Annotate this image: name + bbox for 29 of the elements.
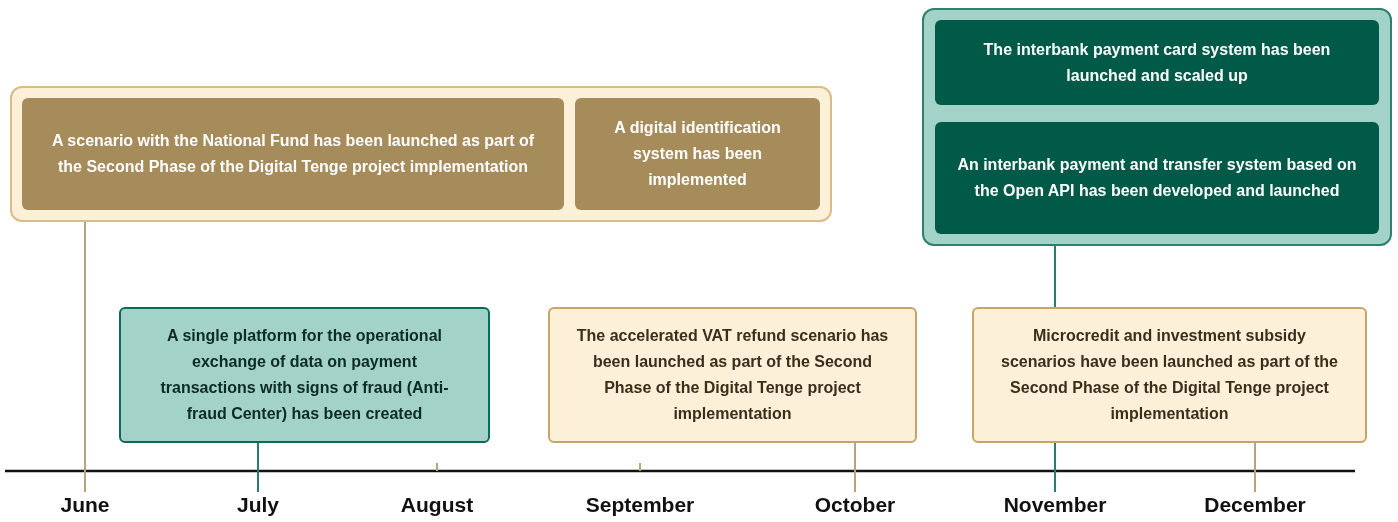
event-card	[575, 98, 820, 210]
event-text: Microcredit and investment subsidy scenarios have been launched as part of the Second Phase of the Digital Tenge project implementation	[1000, 326, 1339, 424]
month-label: July	[188, 490, 328, 520]
connector-line	[84, 221, 86, 493]
event-card	[22, 98, 564, 210]
event-text: The accelerated VAT refund scenario has been launched as part of the Second Phase of the Digital Tenge project implementation	[575, 326, 890, 424]
event-group-panel	[922, 8, 1392, 246]
month-label: June	[15, 490, 155, 520]
month-label: November	[985, 490, 1125, 520]
connector-line	[257, 442, 259, 493]
event-card	[935, 20, 1379, 105]
event-text: An interbank payment and transfer system based on the Open API has been developed and launched	[956, 155, 1358, 201]
event-group-panel	[10, 86, 832, 222]
event-card	[935, 122, 1379, 234]
connector-line	[1054, 442, 1056, 493]
event-text: The interbank payment card system has been launched and scaled up	[982, 39, 1332, 86]
connector-line	[854, 442, 856, 493]
month-label: September	[570, 490, 710, 520]
event-card	[548, 307, 917, 443]
event-card	[119, 307, 490, 443]
connector-line	[1054, 245, 1056, 308]
connector-line	[1254, 442, 1256, 493]
event-text: A single platform for the operational exchange of data on payment transactions with signs of fraud (Anti-fraud Center) has been created	[159, 326, 450, 424]
month-label: December	[1185, 490, 1325, 520]
event-text: A scenario with the National Fund has been launched as part of the Second Phase of the Digital Tenge project implementation	[50, 131, 536, 177]
month-label: October	[785, 490, 925, 520]
month-label: August	[367, 490, 507, 520]
event-card	[972, 307, 1367, 443]
event-text: A digital identification system has been implemented	[613, 118, 782, 190]
